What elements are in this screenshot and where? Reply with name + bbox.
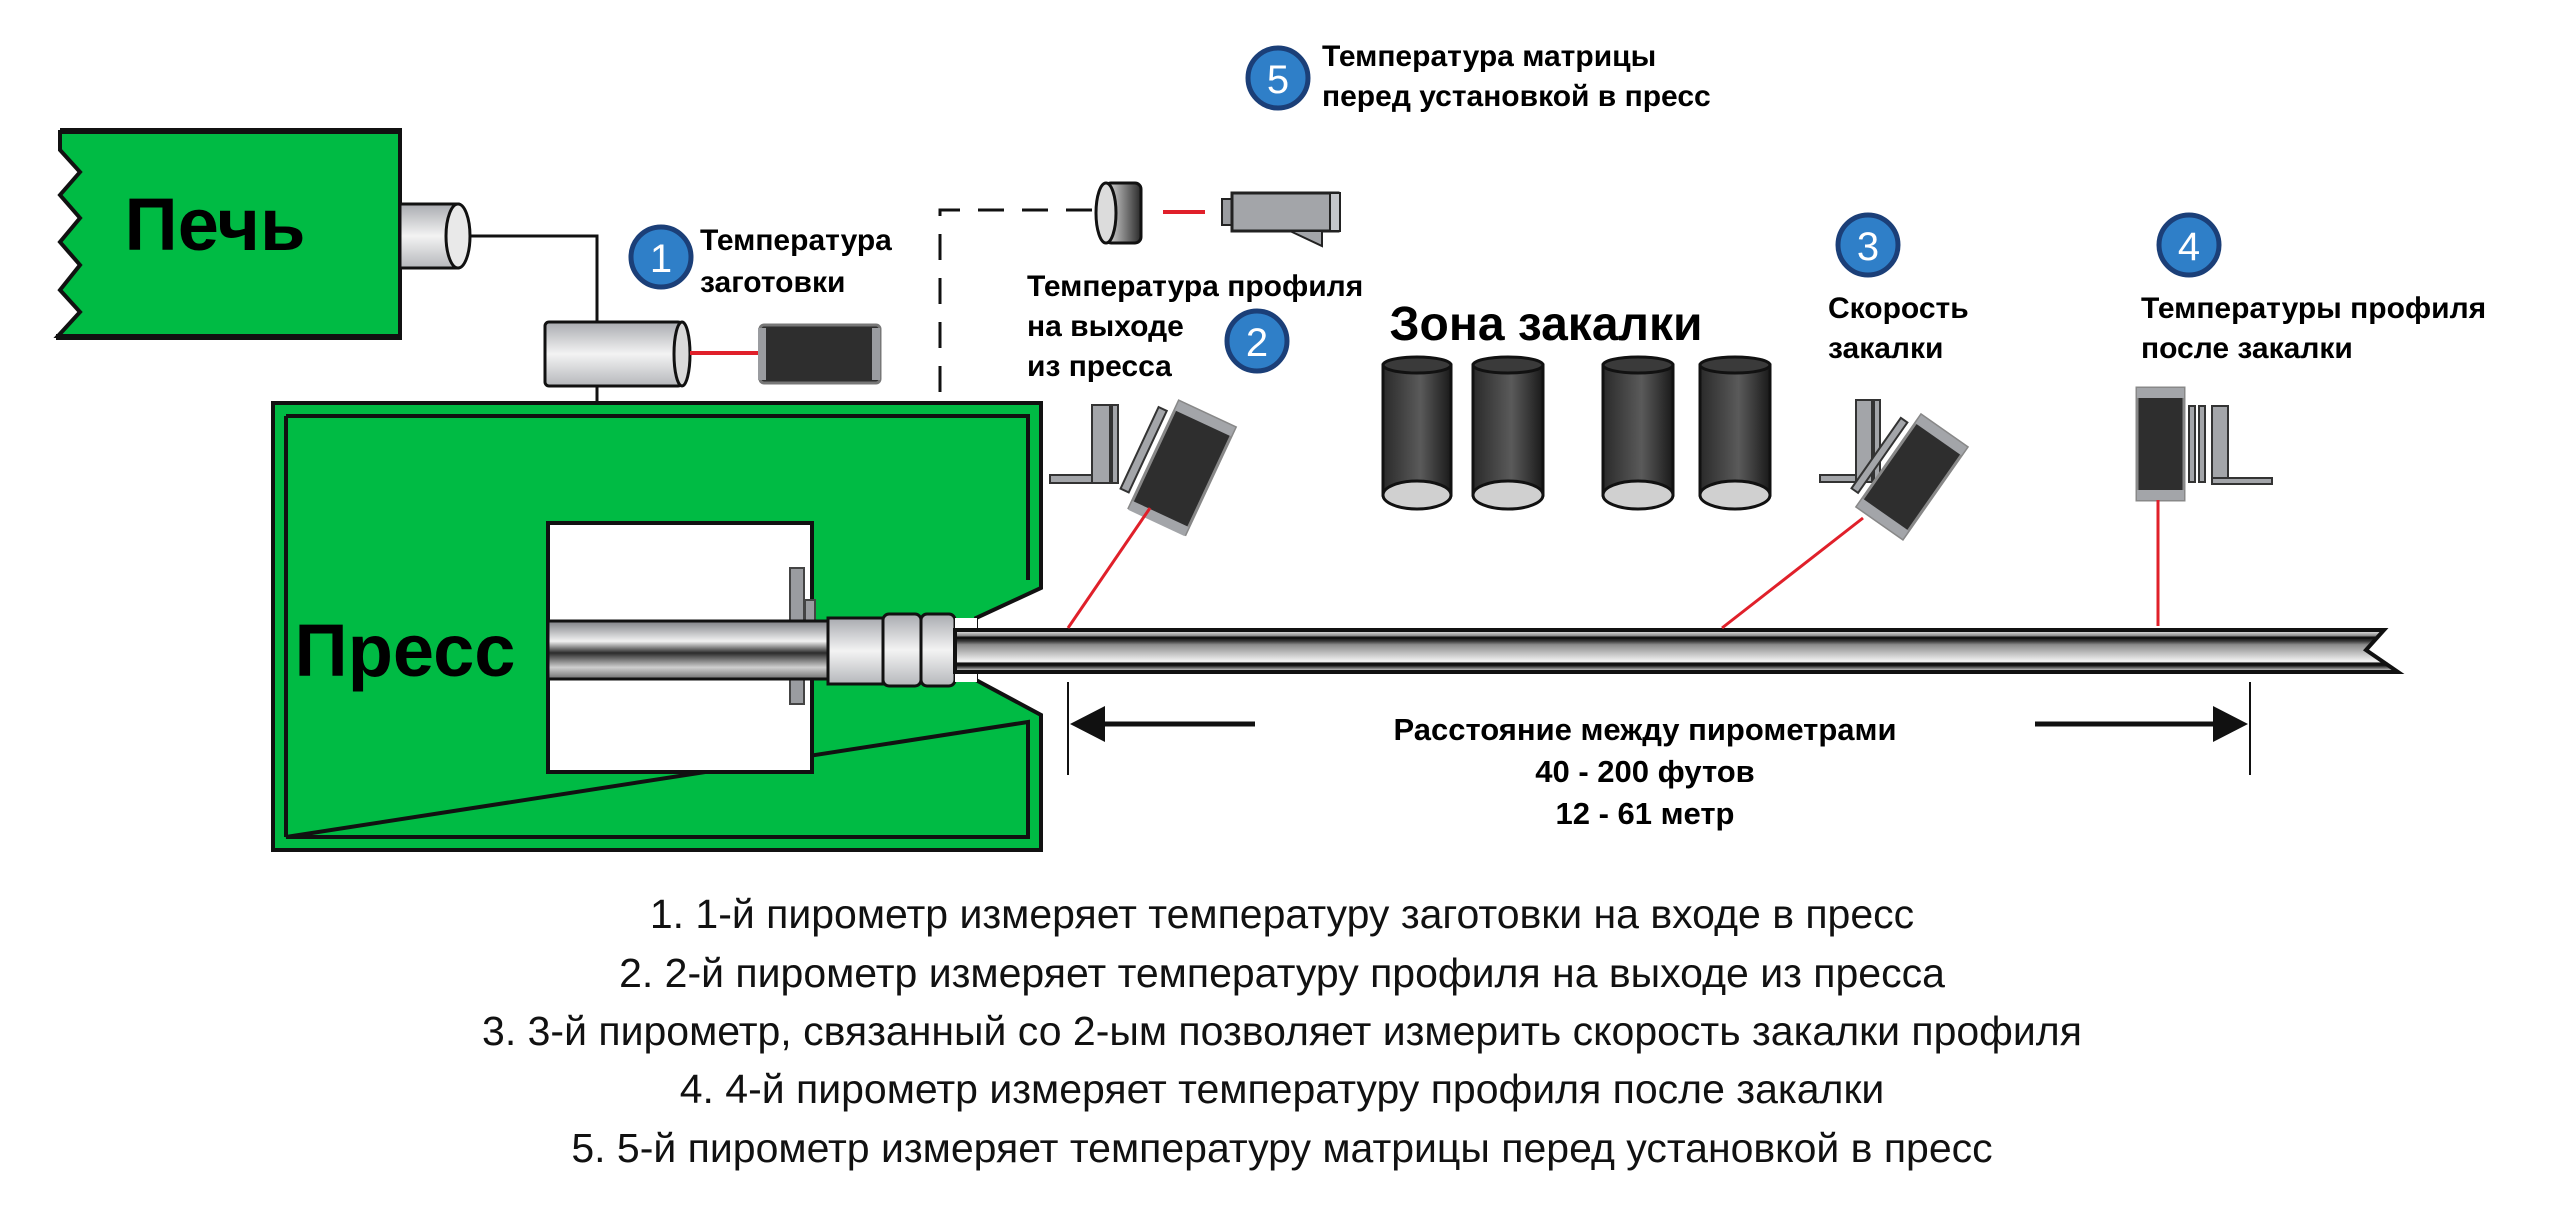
pyrometer-5-icon <box>1221 191 1341 248</box>
laser-beam-3 <box>1721 516 1864 630</box>
legend-list: 1. 1-й пирометр измеряет температуру заг… <box>482 891 2082 1171</box>
pyrometer-3-icon <box>1850 412 1970 541</box>
callout-3: 3 Скорость закалки <box>1828 212 1969 365</box>
quench-roller-icon <box>1471 355 1545 511</box>
legend-item-1: 1. 1-й пирометр измеряет температуру заг… <box>650 891 1914 937</box>
furnace-outlet-icon <box>398 202 472 270</box>
distance-annotation: Расстояние между пирометрами 40 - 200 фу… <box>1067 682 2251 831</box>
billet <box>543 320 692 388</box>
badge-3-number: 3 <box>1857 225 1879 269</box>
distance-line-3: 12 - 61 метр <box>1555 796 1734 831</box>
callout-5: 5 Температура матрицы перед установкой в… <box>1245 40 1711 113</box>
press-inner-border <box>285 414 1030 839</box>
die-icon <box>1094 181 1143 245</box>
distance-line-2: 40 - 200 футов <box>1535 754 1754 789</box>
badge-4-number: 4 <box>2178 225 2200 269</box>
extruded-profile <box>953 628 2405 674</box>
pyrometer-1-icon <box>758 323 882 385</box>
pyrometer-4-icon <box>2135 386 2186 502</box>
callout-3-line-2: закалки <box>1828 332 1943 365</box>
callout-2-line-3: из пресса <box>1027 350 1172 383</box>
badge-2-number: 2 <box>1246 321 1268 365</box>
badge-5-icon <box>1245 45 1311 111</box>
callout-5-line-1: Температура матрицы <box>1322 40 1656 73</box>
legend-item-2: 2. 2-й пирометр измеряет температуру про… <box>619 950 1945 996</box>
legend-item-3: 3. 3-й пирометр, связанный со 2-ым позво… <box>482 1008 2082 1054</box>
furnace: Печь <box>53 128 472 340</box>
furnace-label: Печь <box>125 183 306 266</box>
callout-4: 4 Температуры профиля после закалки <box>2141 212 2486 365</box>
press-label: Пресс <box>295 609 516 692</box>
badge-3-icon <box>1835 212 1901 278</box>
callout-3-line-1: Скорость <box>1828 292 1969 325</box>
arrow-left-icon <box>1070 706 1105 742</box>
laser-beam-2 <box>1066 507 1152 629</box>
callout-5-line-2: перед установкой в пресс <box>1322 80 1711 113</box>
callout-1-line-1: Температура <box>700 224 892 257</box>
callout-2-line-2: на выходе <box>1027 310 1184 343</box>
callout-2: Температура профиля на выходе из пресса … <box>1027 270 1363 383</box>
legend-item-4: 4. 4-й пирометр измеряет температуру про… <box>680 1066 1885 1112</box>
badge-1-icon <box>628 224 694 290</box>
quench-zone-label: Зона закалки <box>1389 298 1702 351</box>
callout-2-line-1: Температура профиля <box>1027 270 1363 303</box>
press: Пресс <box>271 401 1043 852</box>
badge-1-number: 1 <box>650 237 672 281</box>
quench-roller-icon <box>1601 355 1675 511</box>
quench-roller-icon <box>1381 355 1453 511</box>
callout-4-line-2: после закалки <box>2141 332 2353 365</box>
callout-4-line-1: Температуры профиля <box>2141 292 2486 325</box>
badge-4-icon <box>2156 212 2222 278</box>
pyrometer-2-mount <box>1049 404 1119 484</box>
pyrometer-2-icon <box>1119 399 1238 537</box>
distance-line-1: Расстояние между пирометрами <box>1393 712 1896 747</box>
callout-1-line-2: заготовки <box>700 266 845 299</box>
callout-1: 1 Температура заготовки <box>628 224 892 299</box>
quench-roller-icon <box>1698 355 1772 511</box>
badge-5-number: 5 <box>1267 58 1289 102</box>
badge-2-icon <box>1224 308 1290 374</box>
press-ram <box>546 619 832 681</box>
quench-rollers <box>1381 355 1772 511</box>
pyrometer-4-mount <box>2188 405 2273 485</box>
arrow-right-icon <box>2213 706 2248 742</box>
legend-item-5: 5. 5-й пирометр измеряет температуру мат… <box>571 1125 1992 1171</box>
